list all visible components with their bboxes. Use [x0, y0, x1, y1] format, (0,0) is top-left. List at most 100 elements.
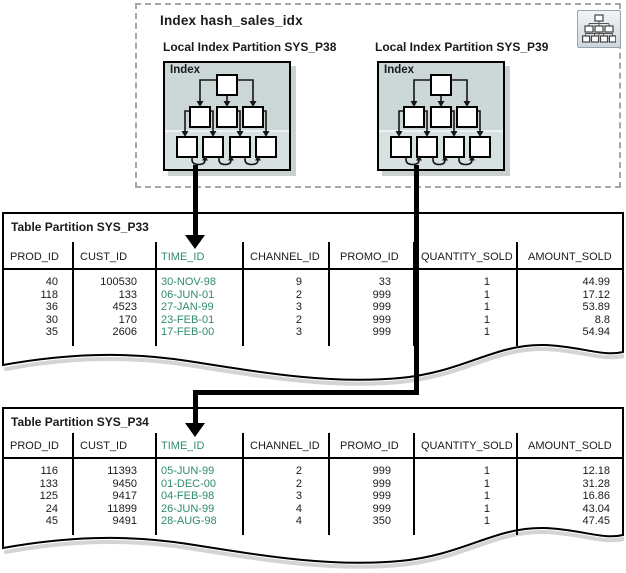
data-cell: 33: [378, 276, 391, 288]
data-cell: 1: [483, 326, 490, 338]
column-separator: [242, 242, 244, 346]
column-separator: [72, 433, 74, 535]
data-cell: 350: [372, 515, 391, 527]
arrow-p39-to-p34-head: [185, 423, 205, 437]
hierarchy-icon-glyph: [582, 14, 616, 43]
column-header-quantity_sold: QUANTITY_SOLD: [421, 251, 513, 263]
data-cell: 999: [372, 477, 391, 490]
column-header-amount_sold: AMOUNT_SOLD: [528, 440, 612, 452]
data-cell: 26-JUN-99: [161, 502, 215, 515]
index-partition-box-sys-p38: Index: [163, 61, 291, 171]
table-outline: [2, 407, 624, 569]
data-cell: 4: [295, 515, 302, 527]
data-cell: 2: [295, 477, 302, 490]
data-cell: 1: [483, 313, 490, 326]
column-header-time_id: TIME_ID: [161, 251, 205, 263]
data-cell: 1: [483, 301, 490, 313]
data-cell: 9450: [112, 477, 137, 490]
data-cell: 06-JUN-01: [161, 288, 215, 301]
column-separator: [516, 433, 518, 535]
data-cell: 133: [118, 288, 137, 301]
column-header-amount_sold: AMOUNT_SOLD: [528, 251, 612, 263]
arrow-p39-to-p34-line-horizontal: [193, 390, 419, 395]
data-cell: 30-NOV-98: [161, 276, 217, 288]
data-cell: 2: [295, 465, 302, 477]
btree-diagram: [165, 63, 289, 169]
data-cell: 16.86: [582, 490, 610, 502]
data-cell: 125: [39, 490, 58, 502]
data-cell: 28-AUG-98: [161, 515, 217, 527]
data-cell: 1: [483, 465, 490, 477]
data-cell: 9: [295, 276, 302, 288]
data-cell: 3: [295, 326, 302, 338]
data-cell: 999: [372, 490, 391, 502]
data-cell: 53.89: [582, 301, 610, 313]
data-cell: 12.18: [582, 465, 610, 477]
data-cell: 04-FEB-98: [161, 490, 215, 502]
data-cell: 2: [295, 288, 302, 301]
column-header-prod_id: PROD_ID: [10, 251, 59, 263]
data-cell: 27-JAN-99: [161, 301, 214, 313]
data-cell: 999: [372, 465, 391, 477]
data-cell: 1: [483, 276, 490, 288]
data-cell: 35: [45, 326, 58, 338]
data-cell: 4: [295, 502, 302, 515]
data-cell: 31.28: [582, 477, 610, 490]
column-separator: [328, 242, 330, 346]
index-group-title: Index hash_sales_idx: [160, 13, 303, 28]
table-partition-sys-p33: Table Partition SYS_P33 PROD_ID CUST_ID TI…: [2, 212, 624, 396]
data-cell: 24: [45, 502, 58, 515]
column-separator: [413, 433, 415, 535]
column-separator: [328, 433, 330, 535]
arrow-p38-to-p33-line: [193, 165, 198, 236]
data-cell: 40: [45, 276, 58, 288]
data-cell: 999: [372, 313, 391, 326]
data-cell: 11393: [107, 465, 137, 477]
data-cell: 116: [40, 465, 58, 477]
arrow-p39-to-p34-line-down: [193, 390, 198, 424]
index-box-label: Index: [170, 64, 201, 76]
data-cell: 54.94: [582, 326, 610, 338]
data-cell: 1: [483, 477, 490, 490]
data-cell: 36: [45, 301, 58, 313]
column-header-time_id: TIME_ID: [161, 440, 205, 452]
column-header-promo_id: PROMO_ID: [340, 251, 399, 263]
data-cell: 1: [483, 515, 490, 527]
btree-diagram: [379, 63, 503, 169]
data-cell: 30: [45, 313, 58, 326]
data-cell: 01-DEC-00: [161, 477, 217, 490]
hierarchy-icon: [577, 10, 621, 48]
table-title: Table Partition SYS_P34: [11, 415, 149, 429]
arrow-p39-to-p34-line-vertical: [414, 165, 419, 395]
data-cell: 9491: [112, 515, 137, 527]
data-cell: 11899: [107, 502, 137, 515]
data-cell: 44.99: [582, 276, 610, 288]
index-partition-box-sys-p39: Index: [377, 61, 505, 171]
data-cell: 1: [483, 490, 490, 502]
data-cell: 17.12: [582, 288, 610, 301]
column-header-channel_id: CHANNEL_ID: [250, 440, 320, 452]
table-row: 133 9450 01-DEC-00 2 999 1 31.28: [2, 478, 624, 491]
index-box-label: Index: [384, 64, 415, 76]
table-title: Table Partition SYS_P33: [11, 220, 149, 234]
data-cell: 1: [483, 502, 490, 515]
column-header-cust_id: CUST_ID: [80, 251, 128, 263]
data-cell: 1: [483, 288, 490, 301]
column-separator: [72, 242, 74, 346]
column-separator: [155, 242, 157, 346]
data-cell: 133: [39, 477, 58, 490]
table-outline: [2, 212, 624, 386]
data-cell: 3: [295, 301, 302, 313]
data-cell: 3: [295, 490, 302, 502]
